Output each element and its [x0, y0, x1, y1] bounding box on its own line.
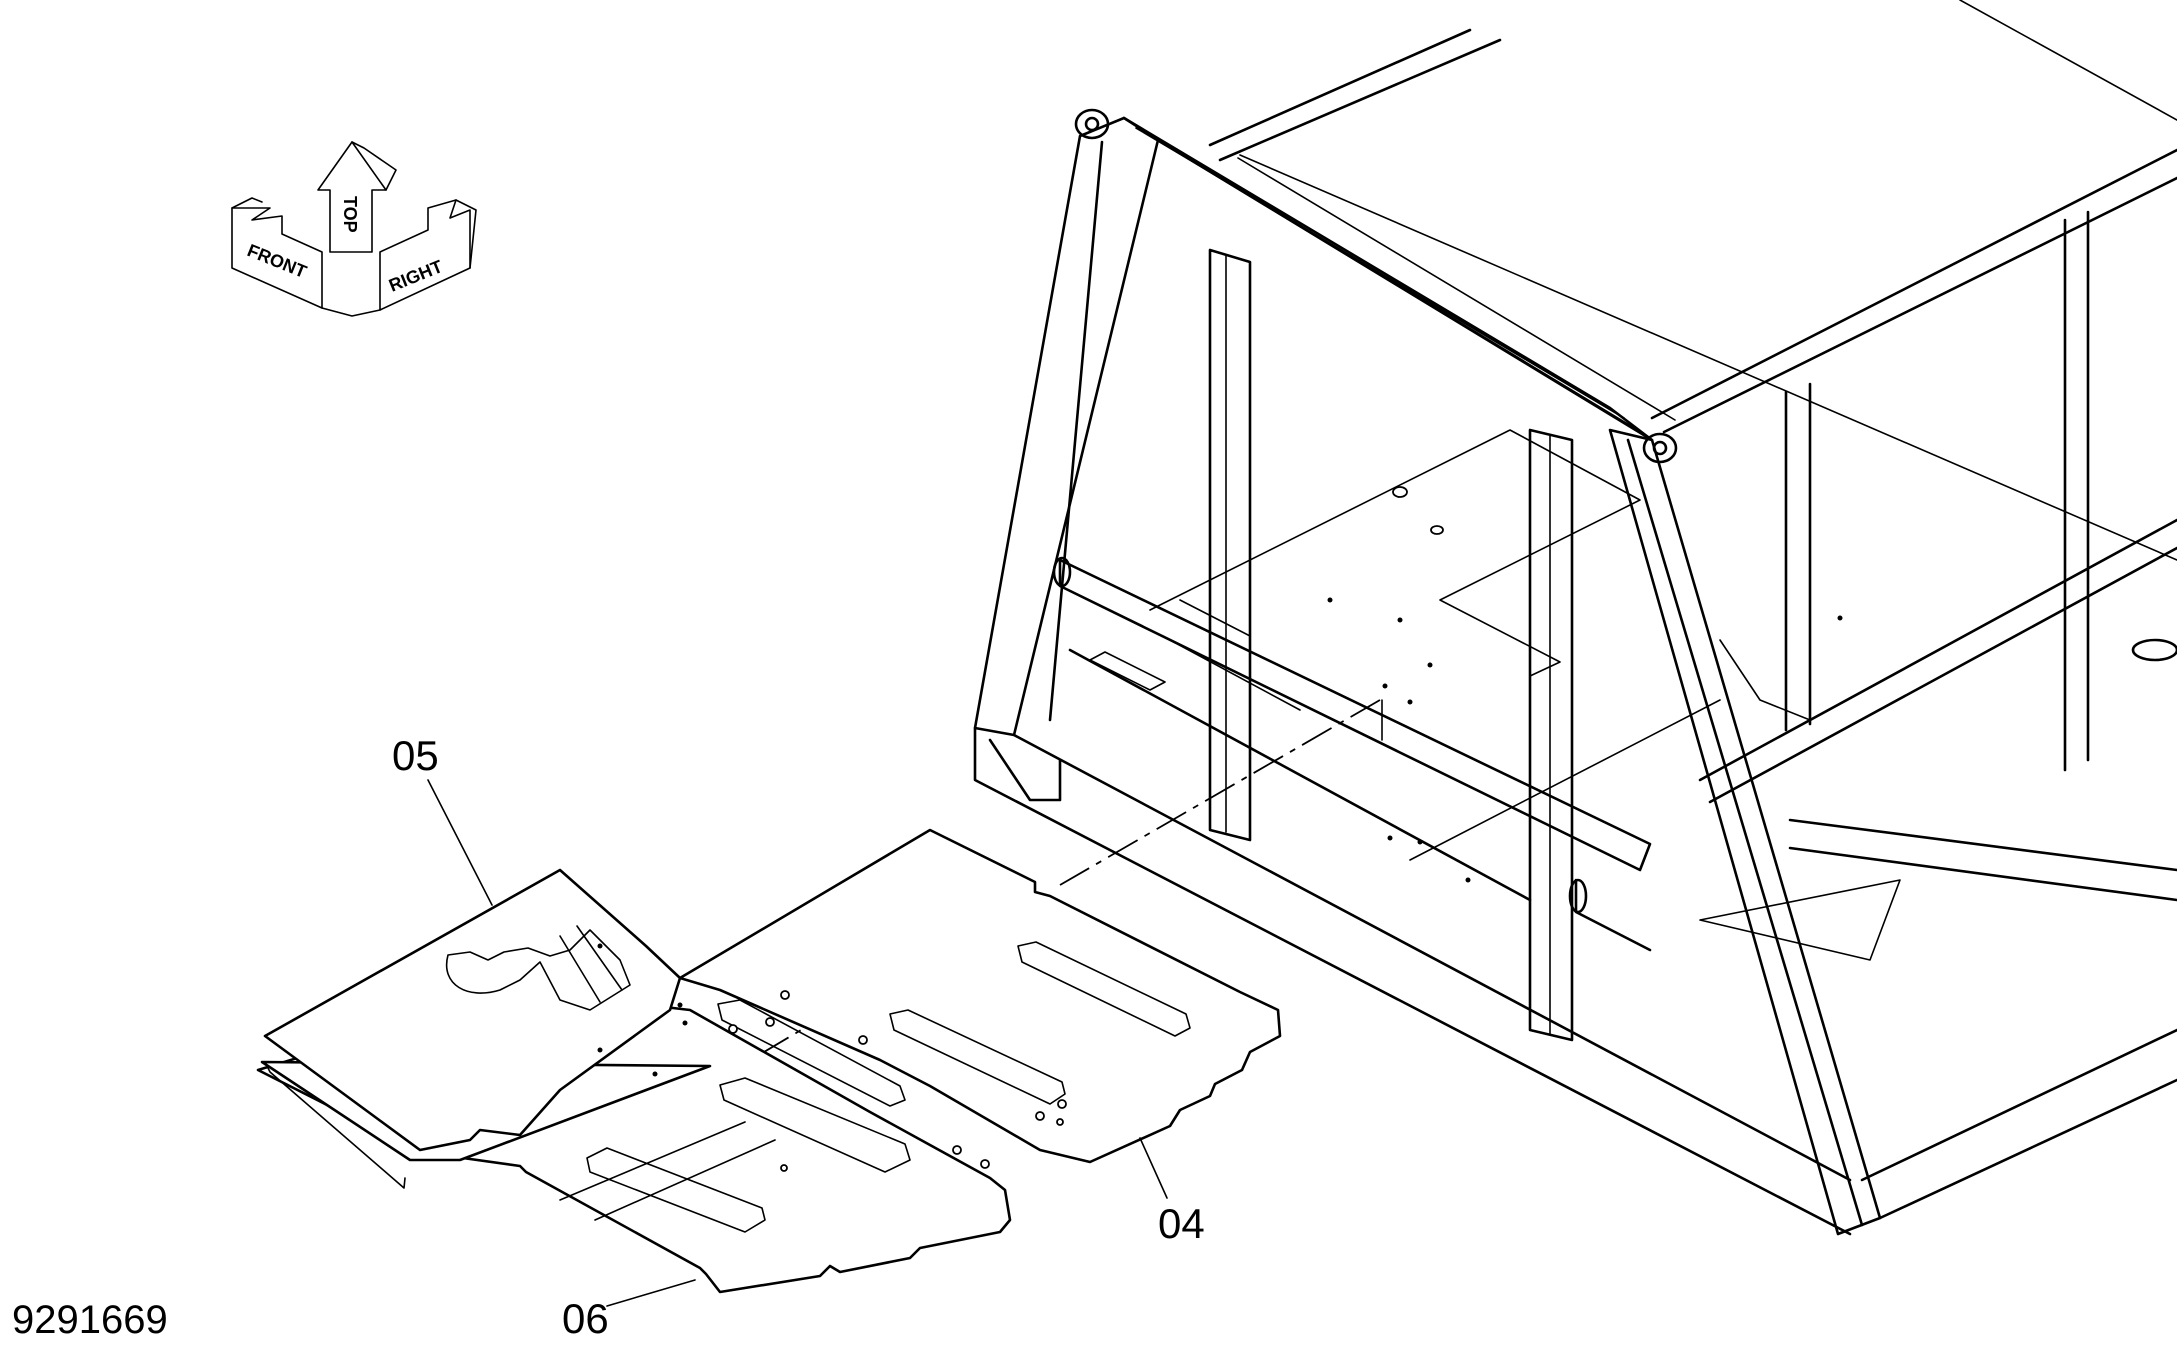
- orientation-indicator: FRONT TOP RIGHT: [231, 141, 477, 317]
- callout-leaders: [427, 779, 1168, 1307]
- drawing-number: 9291669: [12, 1298, 168, 1342]
- top-label: TOP: [340, 196, 360, 233]
- front-label: FRONT: [245, 240, 310, 282]
- right-label: RIGHT: [386, 256, 445, 296]
- part-04-mat: [678, 828, 1282, 1164]
- frame-structure: [973, 0, 2177, 1236]
- callout-04: 04: [1158, 1200, 1205, 1247]
- callout-06: 06: [562, 1295, 609, 1342]
- callout-05: 05: [392, 732, 439, 779]
- part-05-mat: [263, 868, 688, 1152]
